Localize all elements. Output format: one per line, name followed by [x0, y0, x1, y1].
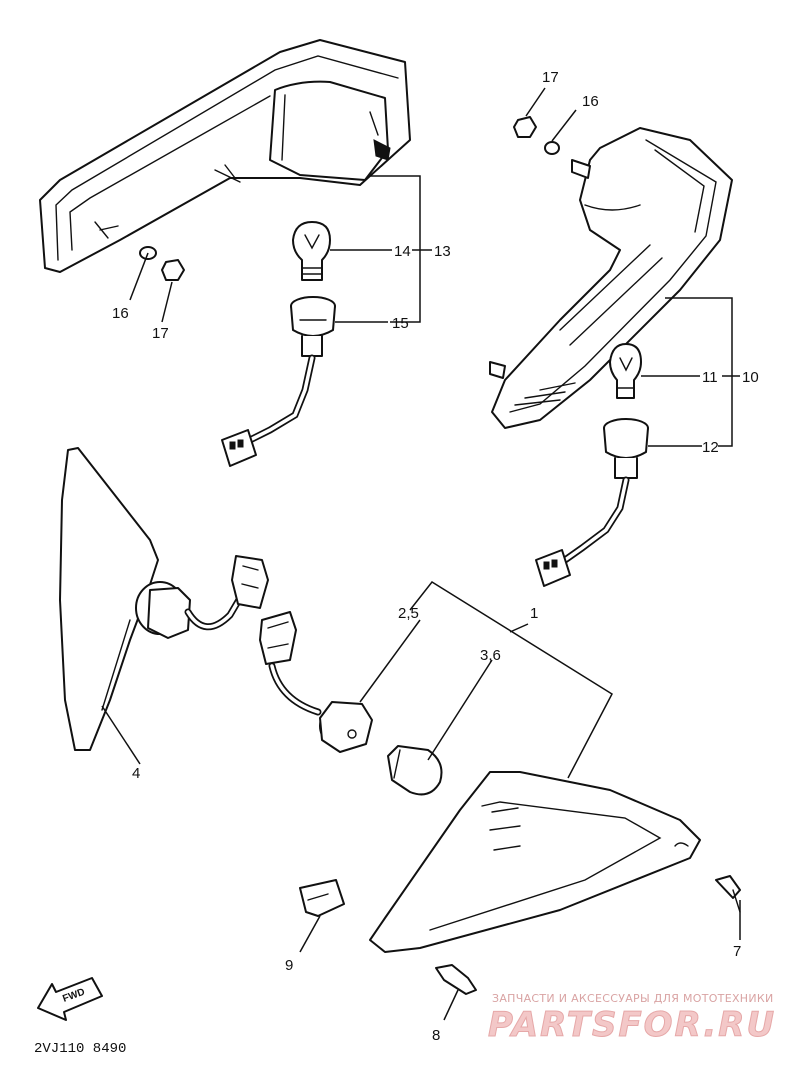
- callout-12: 12: [702, 439, 719, 456]
- callout-15: 15: [392, 315, 409, 332]
- callout-8: 8: [432, 1027, 440, 1044]
- right-washer-16[interactable]: [544, 141, 560, 155]
- callouts: 17 16 14 13 15 16 17 11 10 12 1 2,5 3,6 …: [112, 69, 759, 1044]
- callout-7: 7: [733, 943, 741, 960]
- right-nut-17[interactable]: [513, 116, 537, 138]
- callout-13: 13: [434, 243, 451, 260]
- right-leader-lines: [525, 87, 740, 447]
- callout-16-right: 16: [582, 93, 599, 110]
- leader-4: [101, 705, 141, 765]
- callout-3-6: 3,6: [480, 647, 501, 664]
- screw-7[interactable]: [715, 875, 741, 940]
- watermark: ЗАПЧАСТИ И АКСЕССУАРЫ ДЛЯ МОТОТЕХНИКИ PA…: [488, 992, 776, 1046]
- left-bulb-14[interactable]: [292, 221, 331, 281]
- screw-8[interactable]: [435, 964, 477, 1021]
- left-wire-harness: [221, 354, 316, 467]
- callout-4: 4: [132, 765, 140, 782]
- callout-10: 10: [742, 369, 759, 386]
- tail-bulb-3-6[interactable]: [387, 745, 443, 796]
- tail-bulb-socket-2-5[interactable]: [259, 611, 373, 753]
- left-socket-15[interactable]: [290, 296, 336, 357]
- watermark-tagline: ЗАПЧАСТИ И АКСЕССУАРЫ ДЛЯ МОТОТЕХНИКИ: [492, 992, 774, 1005]
- left-nut-17[interactable]: [161, 259, 185, 281]
- tail-left-wire: [184, 555, 269, 631]
- tail-light-socket[interactable]: [135, 581, 191, 639]
- callout-17-right: 17: [542, 69, 559, 86]
- right-wire-harness: [535, 476, 630, 587]
- callout-14: 14: [394, 243, 411, 260]
- tail-light-cover-4[interactable]: [59, 447, 159, 751]
- callout-11: 11: [702, 369, 718, 386]
- fwd-arrow-icon: FWD: [37, 977, 103, 1021]
- callout-2-5: 2,5: [398, 605, 419, 622]
- callout-17-left: 17: [152, 325, 169, 342]
- right-bulb-11[interactable]: [609, 343, 642, 399]
- right-socket-12[interactable]: [603, 418, 649, 479]
- watermark-brand: PARTSFOR.RU: [488, 1005, 776, 1045]
- clip-9[interactable]: [299, 879, 345, 953]
- tail-leader-lines: [359, 581, 613, 779]
- tail-lens-1[interactable]: [369, 771, 701, 953]
- callout-9: 9: [285, 957, 293, 974]
- callout-1: 1: [530, 605, 538, 622]
- left-leader-lines: [129, 175, 432, 323]
- callout-16-left: 16: [112, 305, 129, 322]
- diagram-code: 2VJ110 8490: [34, 1041, 126, 1057]
- right-turn-signal-housing[interactable]: [489, 127, 733, 429]
- left-turn-signal-housing[interactable]: [39, 39, 411, 273]
